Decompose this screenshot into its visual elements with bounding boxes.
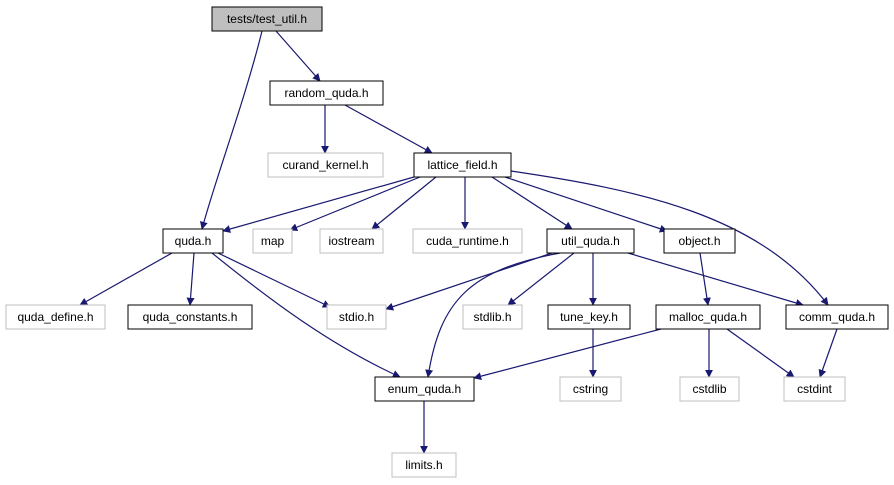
node-box [655, 304, 761, 330]
node-box [326, 304, 387, 330]
edge-lattice-field-to-util-quda [491, 176, 573, 230]
node-quda-constants[interactable]: quda_constants.h [127, 304, 253, 330]
node-label: tests/test_util.h [227, 12, 307, 26]
node-box [319, 228, 384, 254]
node-box [267, 152, 384, 178]
node-label: limits.h [405, 458, 442, 472]
node-label: quda_define.h [17, 310, 93, 324]
node-box [374, 376, 475, 402]
node-stdlib: stdlib.h [462, 304, 523, 330]
node-label: random_quda.h [284, 86, 368, 100]
node-util-quda[interactable]: util_quda.h [546, 228, 635, 254]
edge-util-quda-to-stdio [385, 252, 553, 311]
node-label: tune_key.h [560, 310, 618, 324]
edges-layer [79, 30, 838, 454]
edge-lattice-field-to-iostream [371, 176, 437, 230]
node-box [127, 304, 253, 330]
node-cstring: cstring [559, 376, 622, 402]
edge-quda-to-enum-quda [211, 252, 401, 378]
edge-quda-to-quda-define [79, 252, 173, 306]
node-box [785, 304, 889, 330]
node-cstdint: cstdint [783, 376, 846, 402]
nodes-layer: tests/test_util.h random_quda.h curand_ker… [5, 6, 889, 478]
node-tune-key[interactable]: tune_key.h [547, 304, 631, 330]
node-cuda-runtime: cuda_runtime.h [412, 228, 523, 254]
node-box [269, 80, 384, 106]
edge-random-quda-to-lattice-field [344, 104, 433, 154]
node-box [412, 228, 523, 254]
node-box [547, 304, 631, 330]
node-label: quda.h [175, 234, 212, 248]
node-label: malloc_quda.h [669, 310, 747, 324]
node-box [679, 376, 740, 402]
edge-malloc-quda-to-cstdint [726, 328, 795, 378]
edge-test-util-to-quda [199, 30, 263, 230]
node-label: cstring [573, 382, 608, 396]
node-object[interactable]: object.h [663, 228, 736, 254]
node-label: quda_constants.h [143, 310, 238, 324]
node-label: object.h [678, 234, 720, 248]
node-lattice-field[interactable]: lattice_field.h [413, 152, 512, 178]
node-label: cstdlib [692, 382, 726, 396]
node-stdio: stdio.h [326, 304, 387, 330]
edge-lattice-field-to-comm-quda [510, 170, 829, 306]
node-cstdlib: cstdlib [679, 376, 740, 402]
edge-quda-to-quda-constants [186, 252, 195, 306]
edge-util-quda-to-stdlib [507, 252, 575, 306]
node-label: enum_quda.h [388, 382, 461, 396]
edge-quda-to-stdio [217, 252, 331, 308]
node-quda-define: quda_define.h [5, 304, 106, 330]
node-box [5, 304, 106, 330]
node-box [211, 6, 323, 32]
node-iostream: iostream [319, 228, 384, 254]
node-box [559, 376, 622, 402]
node-label: cuda_runtime.h [426, 234, 509, 248]
node-quda[interactable]: quda.h [162, 228, 224, 254]
node-limits: limits.h [391, 452, 457, 478]
edge-test-util-to-random-quda [275, 30, 321, 82]
node-box [663, 228, 736, 254]
node-map: map [252, 228, 293, 254]
node-box [162, 228, 224, 254]
node-label: stdlib.h [473, 310, 511, 324]
node-box [783, 376, 846, 402]
node-label: util_quda.h [561, 234, 620, 248]
node-comm-quda[interactable]: comm_quda.h [785, 304, 889, 330]
edge-lattice-field-to-object [504, 176, 668, 233]
node-test-util[interactable]: tests/test_util.h [211, 6, 323, 32]
node-label: lattice_field.h [427, 158, 497, 172]
node-box [413, 152, 512, 178]
node-label: comm_quda.h [799, 310, 875, 324]
edge-malloc-quda-to-enum-quda [473, 328, 662, 381]
edge-lattice-field-to-map [289, 176, 421, 231]
node-label: map [261, 234, 285, 248]
node-enum-quda[interactable]: enum_quda.h [374, 376, 475, 402]
node-label: cstdint [797, 382, 832, 396]
node-malloc-quda[interactable]: malloc_quda.h [655, 304, 761, 330]
node-label: curand_kernel.h [282, 158, 368, 172]
edge-util-quda-to-enum-quda [425, 252, 561, 378]
node-curand-kernel: curand_kernel.h [267, 152, 384, 178]
node-box [252, 228, 293, 254]
edge-lattice-field-to-quda [222, 176, 415, 233]
edge-util-quda-to-comm-quda [627, 252, 804, 307]
edge-comm-quda-to-cstdint [818, 328, 838, 378]
node-label: iostream [328, 234, 374, 248]
node-box [546, 228, 635, 254]
node-box [391, 452, 457, 478]
node-box [462, 304, 523, 330]
edge-object-to-malloc-quda [699, 252, 711, 306]
node-random-quda[interactable]: random_quda.h [269, 80, 384, 106]
node-label: stdio.h [339, 310, 374, 324]
